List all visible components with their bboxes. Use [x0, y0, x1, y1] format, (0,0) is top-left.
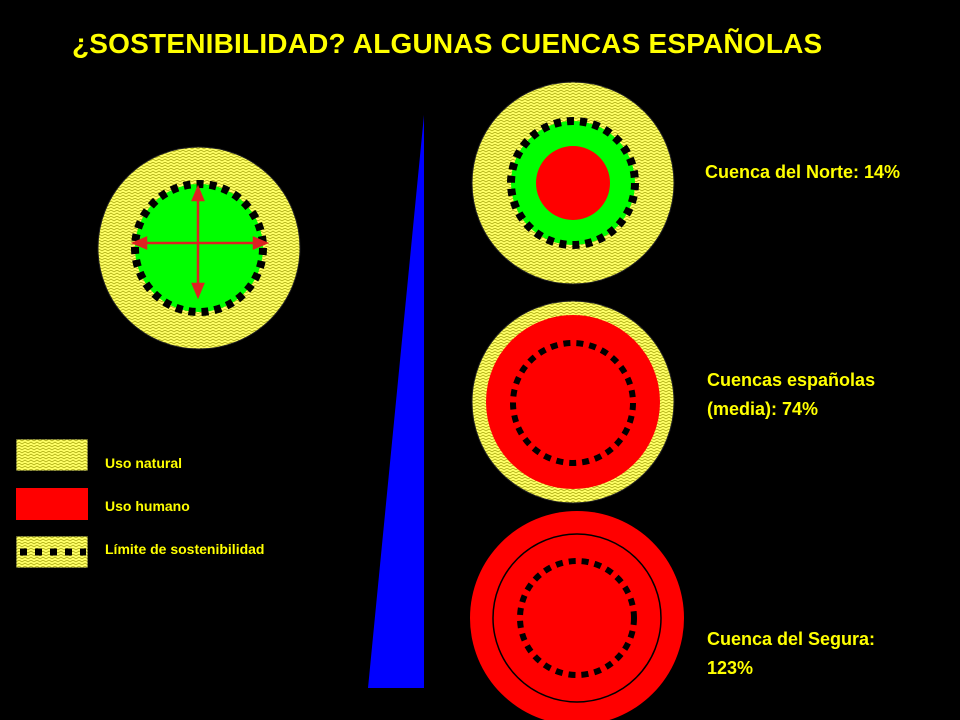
- legend-label-human: Uso humano: [105, 498, 190, 514]
- legend-label-natural: Uso natural: [105, 455, 183, 471]
- page-title: ¿SOSTENIBILIDAD? ALGUNAS CUENCAS ESPAÑOL…: [72, 28, 823, 59]
- natural-limit-outline: [492, 533, 662, 703]
- basin-segura-label: Cuenca del Segura: 123%: [707, 625, 875, 683]
- sustainability-limit: [510, 340, 636, 466]
- sustainability-limit: [131, 180, 267, 316]
- human-use-area: [470, 511, 684, 720]
- basin-segura-label-line-2: 123%: [707, 658, 754, 678]
- basin-norte-diagram: [471, 81, 675, 285]
- legend-swatch-human: [16, 488, 88, 520]
- legend-swatch-limit: [16, 536, 88, 568]
- basin-media-label-line-1: Cuencas españolas: [707, 370, 876, 390]
- legend-label-limit: Límite de sostenibilidad: [105, 541, 265, 557]
- pressure-wedge: [368, 115, 424, 688]
- human-use-area: [536, 146, 610, 220]
- basin-norte-label: Cuenca del Norte: 14%: [705, 158, 900, 187]
- sustainability-limit: [507, 117, 639, 249]
- basin-segura-diagram: [470, 511, 684, 720]
- basin-media-label-line-2: (media): 74%: [707, 399, 819, 419]
- sustainability-limit: [517, 558, 637, 678]
- basin-media-label: Cuencas españolas (media): 74%: [707, 366, 875, 424]
- basin-norte-label-line: Cuenca del Norte: 14%: [705, 162, 901, 182]
- basin-media-diagram: [471, 300, 675, 504]
- expansion-arrows: [130, 184, 270, 300]
- legend-swatch-natural: [16, 439, 88, 471]
- reference-diagram: [97, 146, 301, 350]
- basin-segura-label-line-1: Cuenca del Segura:: [707, 629, 876, 649]
